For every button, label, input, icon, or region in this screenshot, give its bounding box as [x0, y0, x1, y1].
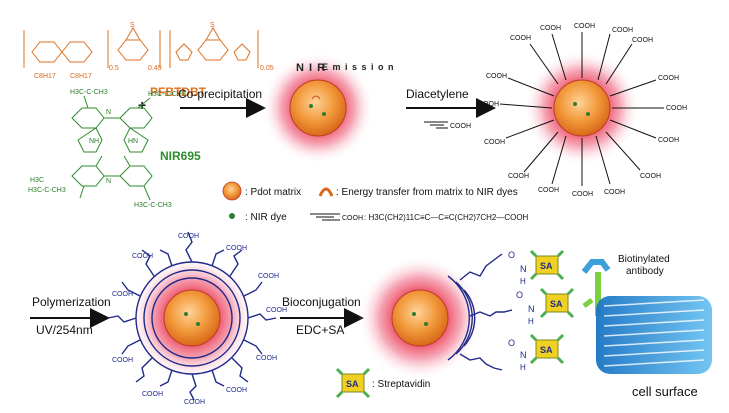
cooh-label: COOH — [184, 399, 205, 406]
step-uv-label: UV/254nm — [36, 323, 93, 337]
nir695-structure — [71, 95, 153, 201]
cooh-label: COOH — [112, 357, 133, 364]
step-co-precipitation-label: Co-precipitation — [178, 87, 262, 101]
pfbtdbt-structure — [23, 27, 259, 68]
pdot-particle-3 — [107, 231, 277, 401]
nir695-tbu-2: H3C-C-CH3 — [148, 91, 186, 98]
cell-surface-membrane — [596, 296, 712, 374]
subscript-0-45: 0.45 — [148, 65, 162, 72]
legend-energy-transfer: : Energy transfer from matrix to NIR dye… — [336, 187, 518, 198]
amide-n-3: N — [520, 350, 527, 360]
cooh-label: COOH — [574, 23, 595, 30]
particle-2-cooh-labels: COOH COOH COOH COOH COOH COOH COOH COOH … — [478, 23, 687, 198]
nir-dye-legend-icon — [229, 213, 235, 219]
legend-diacetylene-cooh: COOH — [342, 215, 363, 222]
amide-o-1: O — [508, 250, 515, 260]
amide-n-1: N — [520, 264, 527, 274]
sa-legend-icon-label: SA — [346, 379, 359, 389]
step-polymerization-label: Polymerization — [32, 295, 111, 309]
nir695-hn: HN — [128, 138, 138, 145]
cooh-label: COOH — [486, 73, 507, 80]
step-edc-sa-label: EDC+SA — [296, 323, 344, 337]
cooh-label: COOH — [540, 25, 561, 32]
sa-label: SA — [540, 261, 553, 271]
antibody-label-line1: Biotinylated — [618, 254, 670, 265]
pdot-matrix-legend-icon — [222, 181, 242, 201]
sa-label: SA — [540, 345, 553, 355]
cooh-label: COOH — [484, 139, 505, 146]
cooh-label: COOH — [666, 105, 687, 112]
subscript-0-5: 0.5 — [109, 65, 119, 72]
sa-legend: SA : Streptavidin — [335, 367, 430, 399]
amide-n-2: N — [528, 304, 535, 314]
amide-h-3: H — [520, 363, 526, 372]
cooh-label: COOH — [112, 291, 133, 298]
particle-3-cooh-labels: COOH COOH COOH COOH COOH COOH COOH COOH … — [112, 233, 287, 406]
energy-transfer-legend-icon — [318, 187, 334, 197]
cooh-label: COOH — [256, 355, 277, 362]
legend-streptavidin: : Streptavidin — [372, 379, 430, 390]
subscript-0-05: 0.05 — [260, 65, 274, 72]
cooh-label: COOH — [226, 245, 247, 252]
diacetylene-small-icon — [424, 121, 448, 129]
cooh-label: COOH — [142, 391, 163, 398]
nir695-tbu-3: H3C-C-CH3 — [28, 187, 66, 194]
cooh-label: COOH — [572, 191, 593, 198]
legend-diacetylene-formula: : H3C(CH2)11C≡C—C≡C(CH2)7CH2—COOH — [364, 213, 529, 222]
cooh-label: COOH — [178, 233, 199, 240]
nir695-tbu-4: H3C-C-CH3 — [134, 202, 172, 209]
step-diacetylene-label: Diacetylene — [406, 87, 469, 101]
cooh-label: COOH — [604, 189, 625, 196]
sa-label: SA — [550, 299, 563, 309]
pfbtdbt-s-atom-2: S — [210, 22, 215, 29]
amide-groups: O N H O N H O N H — [508, 250, 535, 372]
cooh-label: COOH — [258, 273, 279, 280]
cooh-label: COOH — [266, 307, 287, 314]
pdot-particle-4 — [358, 253, 513, 380]
cooh-label: COOH — [508, 173, 529, 180]
streptavidin-1: SA — [529, 249, 565, 281]
pdot-particle-1 — [262, 52, 374, 164]
cooh-label: COOH — [226, 387, 247, 394]
c8h17-label-b: C8H17 — [70, 73, 92, 80]
nir695-tbu-1: H3C-C-CH3 — [70, 89, 108, 96]
pdot-particle-2 — [499, 32, 664, 186]
amide-o-3: O — [508, 338, 515, 348]
cooh-label: COOH — [612, 27, 633, 34]
cooh-label: COOH — [538, 187, 559, 194]
cooh-label: COOH — [478, 101, 499, 108]
streptavidin-3: SA — [529, 333, 565, 365]
streptavidin-2: SA — [539, 287, 575, 319]
legend-nir-dye: : NIR dye — [245, 212, 287, 223]
cooh-label: COOH — [132, 253, 153, 260]
pfbtdbt-s-atom: S — [130, 22, 135, 29]
cell-surface-label: cell surface — [632, 384, 698, 399]
amide-o-2: O — [516, 290, 523, 300]
nir695-n-bottom: N — [106, 178, 111, 185]
step-bioconjugation-label: Bioconjugation — [282, 295, 361, 309]
cooh-label: COOH — [640, 173, 661, 180]
nir695-n-top: N — [106, 109, 111, 116]
emission-word-text: E m i s s i o n — [322, 62, 395, 72]
emission-nir-text: N I R — [296, 62, 326, 74]
cooh-label: COOH — [632, 37, 653, 44]
diacetylene-legend-icon — [310, 213, 340, 221]
nir695-nh: NH — [89, 138, 99, 145]
legend-pdot-matrix: : Pdot matrix — [245, 187, 301, 198]
legend: : Pdot matrix : Energy transfer from mat… — [222, 181, 529, 223]
pfbtdbt-label: PFBTDBT — [150, 85, 207, 99]
amide-h-1: H — [520, 277, 526, 286]
antibody-label-line2: antibody — [626, 266, 664, 277]
nir695-h3c: H3C — [30, 177, 44, 184]
diacetylene-cooh-label: COOH — [450, 123, 471, 130]
nir695-label: NIR695 — [160, 149, 201, 163]
cooh-label: COOH — [658, 137, 679, 144]
amide-h-2: H — [528, 317, 534, 326]
c8h17-label-a: C8H17 — [34, 73, 56, 80]
cooh-label: COOH — [510, 35, 531, 42]
cooh-label: COOH — [658, 75, 679, 82]
